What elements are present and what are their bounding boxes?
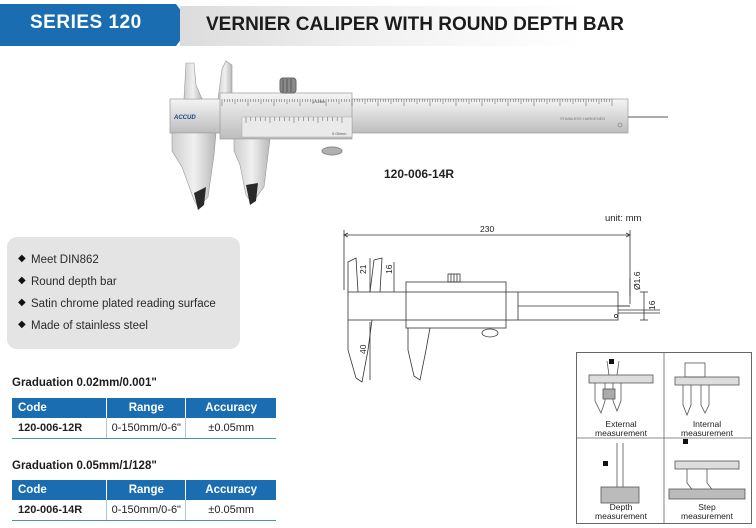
code-cell: 120-006-14R bbox=[12, 500, 107, 521]
depth-measurement-label: Depth measurement bbox=[595, 502, 647, 521]
table-header-row: Code Range Accuracy bbox=[12, 398, 276, 418]
feature-item: ◆Satin chrome plated reading surface bbox=[18, 297, 216, 310]
measurement-illustrations bbox=[577, 353, 751, 523]
dim-depth-jaw: 21 bbox=[358, 264, 368, 274]
steel-stamp: STAINLESS HARDENED bbox=[560, 116, 605, 121]
spec-table: Code Range Accuracy 120-006-14R 0-150mm/… bbox=[12, 480, 276, 521]
series-banner bbox=[0, 4, 192, 46]
model-caption: 120-006-14R bbox=[384, 167, 455, 181]
column-header: Accuracy bbox=[185, 398, 276, 418]
spec-table: Code Range Accuracy 120-006-12R 0-150mm/… bbox=[12, 398, 276, 439]
title-bar bbox=[180, 6, 756, 46]
caliper-photo: ACCUD STAINLESS HARDENED 1/128in 0.05mm bbox=[169, 60, 668, 210]
feature-item: ◆Round depth bar bbox=[18, 275, 117, 288]
brand-logo: ACCUD bbox=[173, 115, 196, 121]
column-header: Accuracy bbox=[185, 480, 276, 500]
series-label: SERIES 120 bbox=[30, 12, 142, 33]
range-cell: 0-150mm/0-6" bbox=[106, 418, 186, 439]
page-title: VERNIER CALIPER WITH ROUND DEPTH BAR bbox=[206, 14, 625, 35]
range-cell: 0-150mm/0-6" bbox=[106, 500, 186, 521]
dim-length: 230 bbox=[480, 224, 494, 234]
bullet-icon: ◆ bbox=[18, 297, 26, 308]
column-header: Range bbox=[106, 480, 186, 500]
vernier-mark: 1/128in bbox=[312, 99, 325, 104]
feature-item: ◆Meet DIN862 bbox=[18, 253, 99, 266]
column-header: Code bbox=[12, 398, 107, 418]
dimension-drawing: 230 21 16 40 Ø1.6 16 bbox=[343, 224, 660, 383]
table-header-row: Code Range Accuracy bbox=[12, 480, 276, 500]
step-measurement-label: Step measurement bbox=[681, 502, 733, 521]
accuracy-cell: ±0.05mm bbox=[185, 500, 276, 521]
vernier-mark-metric: 0.05mm bbox=[332, 131, 347, 136]
graduation-title: Graduation 0.05mm/1/128" bbox=[12, 460, 157, 472]
dim-beam: 16 bbox=[384, 264, 394, 274]
dim-jaw: 40 bbox=[358, 344, 368, 354]
bullet-icon: ◆ bbox=[18, 275, 26, 286]
measurement-panel: External measurement Internal measuremen… bbox=[576, 352, 752, 524]
code-cell: 120-006-12R bbox=[12, 418, 107, 439]
column-header: Code bbox=[12, 480, 107, 500]
dim-rod: Ø1.6 bbox=[632, 271, 642, 290]
column-header: Range bbox=[106, 398, 186, 418]
features-box: ◆Meet DIN862 ◆Round depth bar ◆Satin chr… bbox=[7, 237, 240, 349]
graduation-title: Graduation 0.02mm/0.001" bbox=[12, 377, 157, 389]
accuracy-cell: ±0.05mm bbox=[185, 418, 276, 439]
dim-height: 16 bbox=[647, 300, 657, 310]
feature-item: ◆Made of stainless steel bbox=[18, 319, 148, 332]
external-measurement-label: External measurement bbox=[595, 419, 647, 438]
table-row: 120-006-12R 0-150mm/0-6" ±0.05mm bbox=[12, 418, 276, 439]
unit-label: unit: mm bbox=[605, 213, 642, 224]
table-row: 120-006-14R 0-150mm/0-6" ±0.05mm bbox=[12, 500, 276, 521]
bullet-icon: ◆ bbox=[18, 253, 26, 264]
bullet-icon: ◆ bbox=[18, 319, 26, 330]
internal-measurement-label: Internal measurement bbox=[681, 419, 733, 438]
